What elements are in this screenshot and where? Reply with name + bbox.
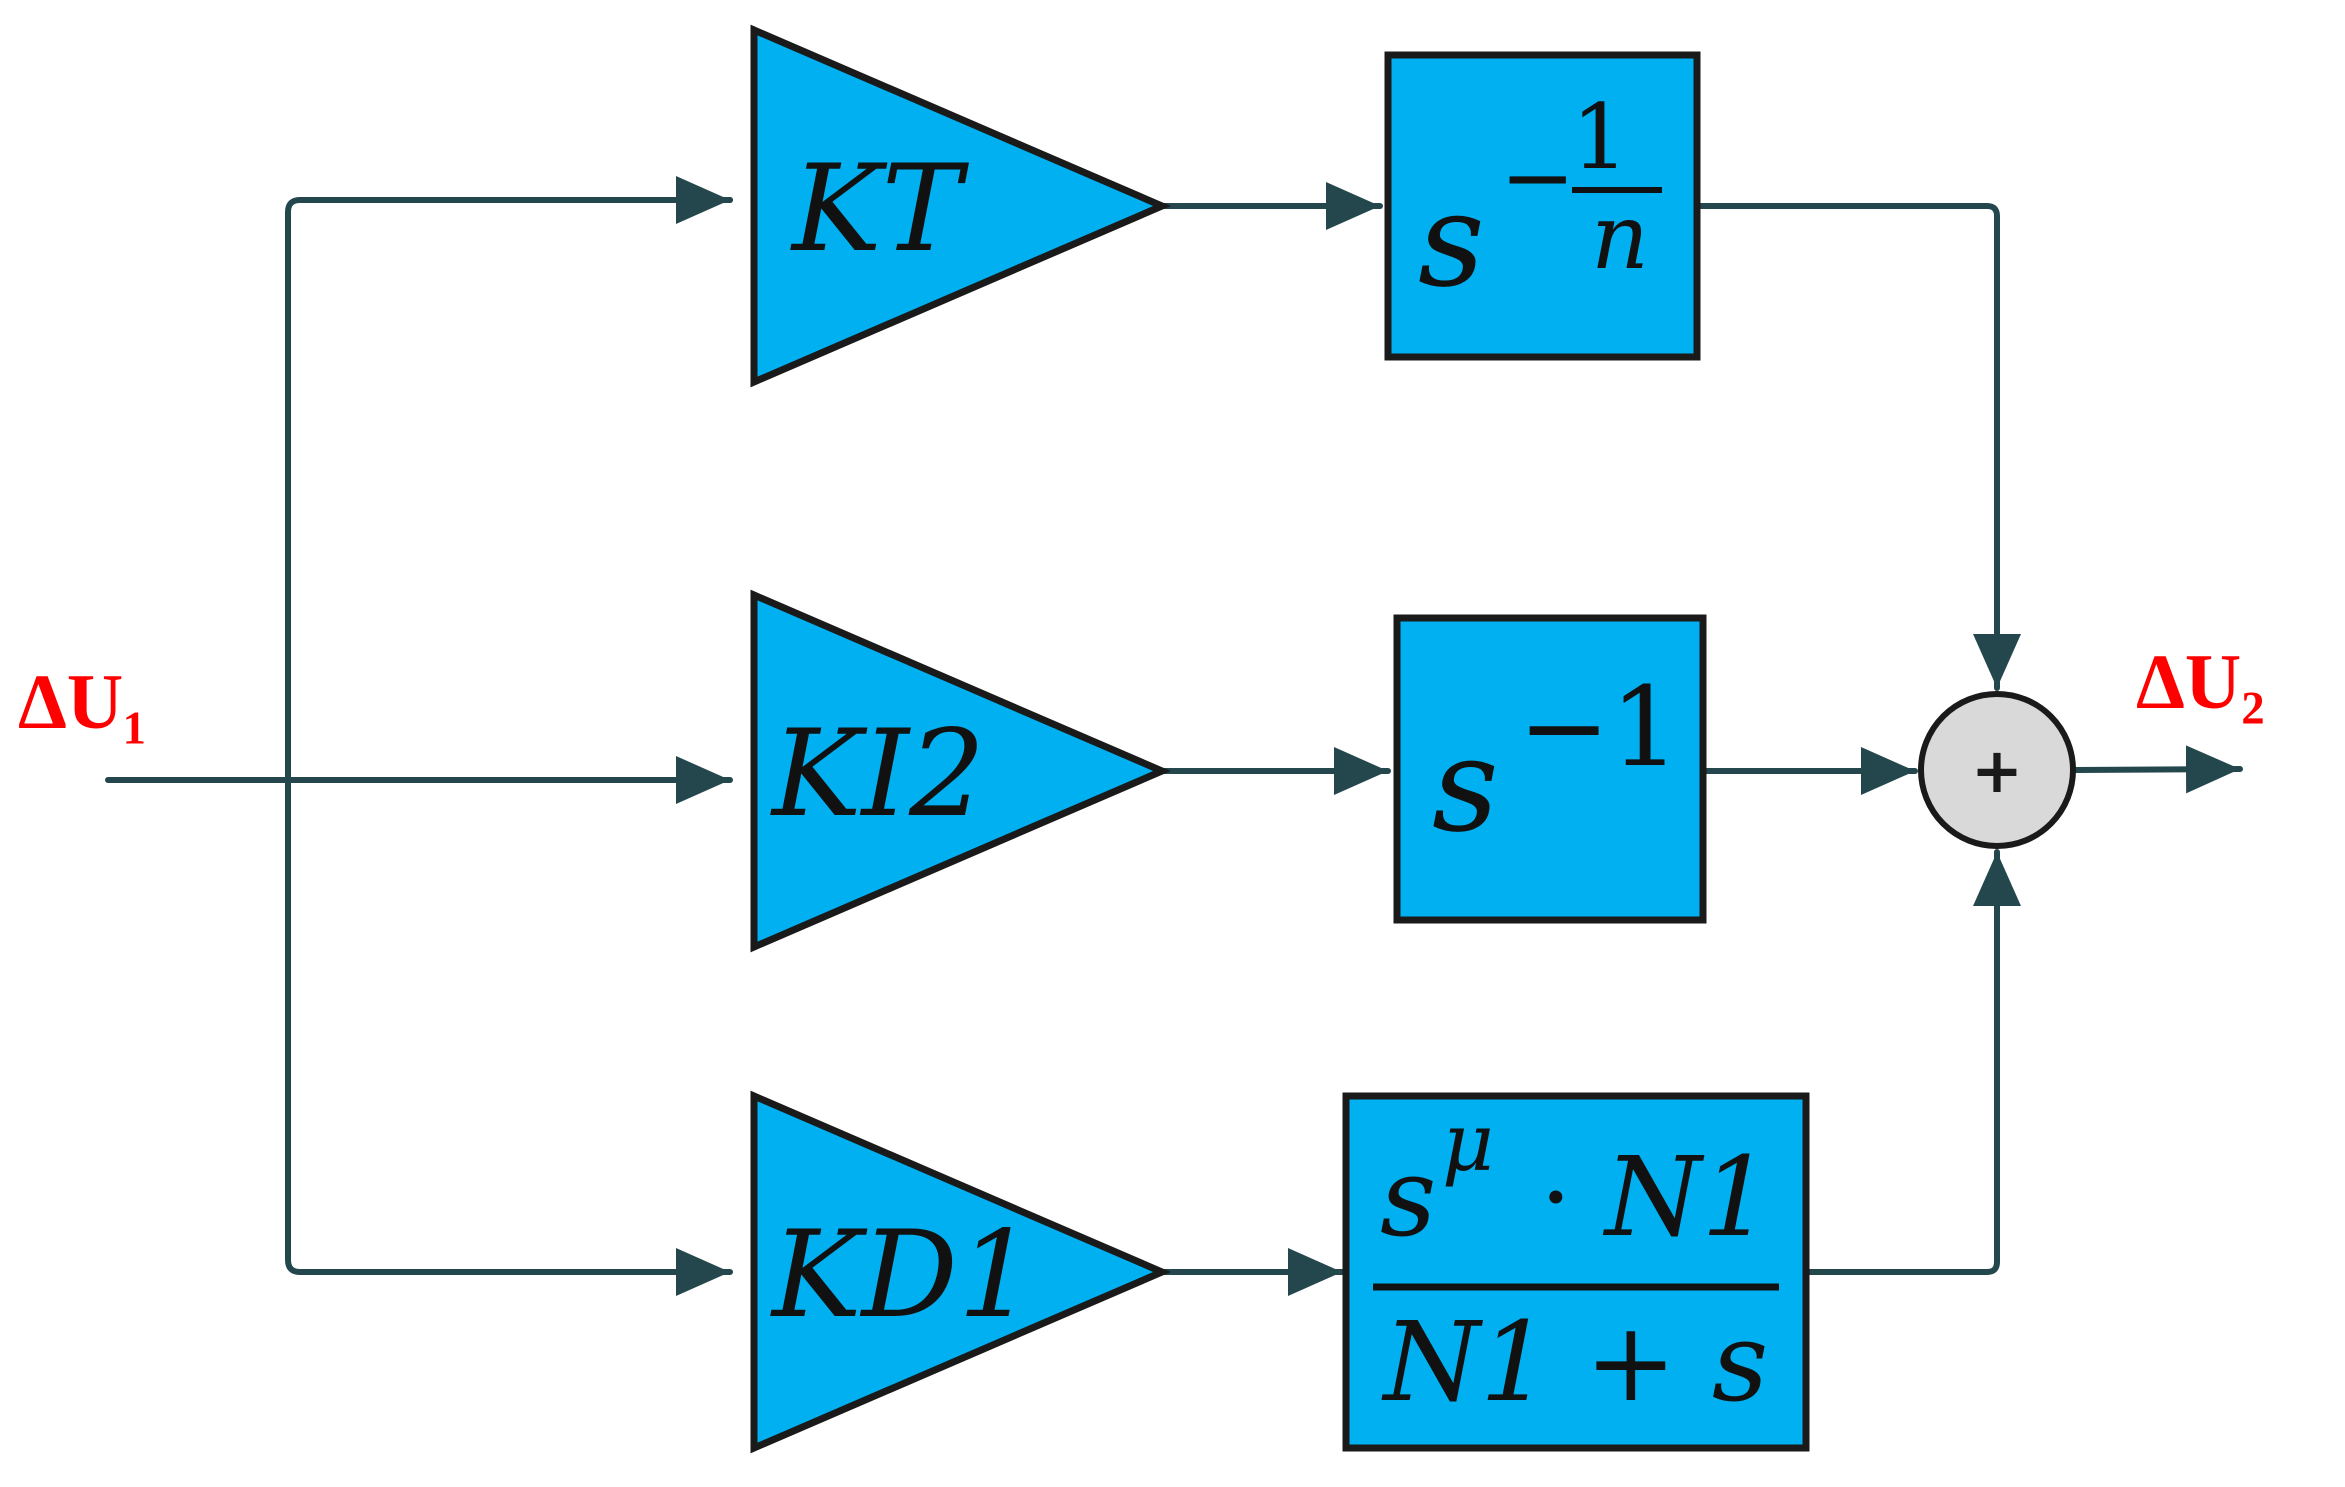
gain-triangle-top xyxy=(750,24,1171,388)
gain-triangle-bottom xyxy=(750,1090,1171,1454)
tf-box-middle xyxy=(1393,614,1707,924)
tf-top-exp-sign: − xyxy=(1500,125,1575,230)
output-wire xyxy=(2072,745,2243,794)
gain-label-bottom: KD1 xyxy=(770,1206,1034,1345)
tf-middle-base: s xyxy=(1432,709,1499,861)
tf-top-base: s xyxy=(1418,164,1485,316)
block-top-to-sum-wire xyxy=(1694,203,2021,691)
tf-bottom-num-base: s xyxy=(1380,1133,1436,1261)
gain-block-top[interactable]: KT xyxy=(750,24,1171,388)
tf-block-top[interactable]: s − 1 n xyxy=(1384,51,1701,361)
sum-plus-sign: + xyxy=(1971,734,2023,807)
tf-bottom-num-exp: μ xyxy=(1442,1096,1494,1189)
gain-block-bottom[interactable]: KD1 xyxy=(750,1090,1171,1454)
sum-circle xyxy=(1918,691,2076,849)
gain-triangle-middle xyxy=(750,589,1171,953)
gain-block-middle[interactable]: KI2 xyxy=(750,589,1171,953)
wires xyxy=(105,176,2243,1296)
tf-bottom-den: N1 + s xyxy=(1381,1298,1769,1426)
tf-top-exp-den: n xyxy=(1591,185,1649,290)
output-signal-label: ΔU₂ xyxy=(2136,638,2265,725)
branch-wire-vertical xyxy=(285,197,733,1275)
gain-label-middle: KI2 xyxy=(770,705,985,844)
sum-junction[interactable]: + xyxy=(1918,691,2076,849)
tf-middle-exp: −1 xyxy=(1518,663,1680,791)
tf-box-top xyxy=(1384,51,1701,361)
input-signal-label: ΔU₁ xyxy=(18,658,147,745)
tf-bottom-num-dot: · xyxy=(1540,1139,1572,1256)
tf-top-exp-num: 1 xyxy=(1571,85,1628,190)
block-bottom-to-sum-wire xyxy=(1803,849,2021,1275)
tf-bottom-num-rest: N1 xyxy=(1602,1133,1771,1261)
tf-block-middle[interactable]: s −1 xyxy=(1393,614,1707,924)
tf-box-bottom xyxy=(1342,1092,1810,1452)
gain-label-top: KT xyxy=(790,140,970,279)
tf-block-bottom[interactable]: s μ · N1 N1 + s xyxy=(1342,1092,1810,1452)
